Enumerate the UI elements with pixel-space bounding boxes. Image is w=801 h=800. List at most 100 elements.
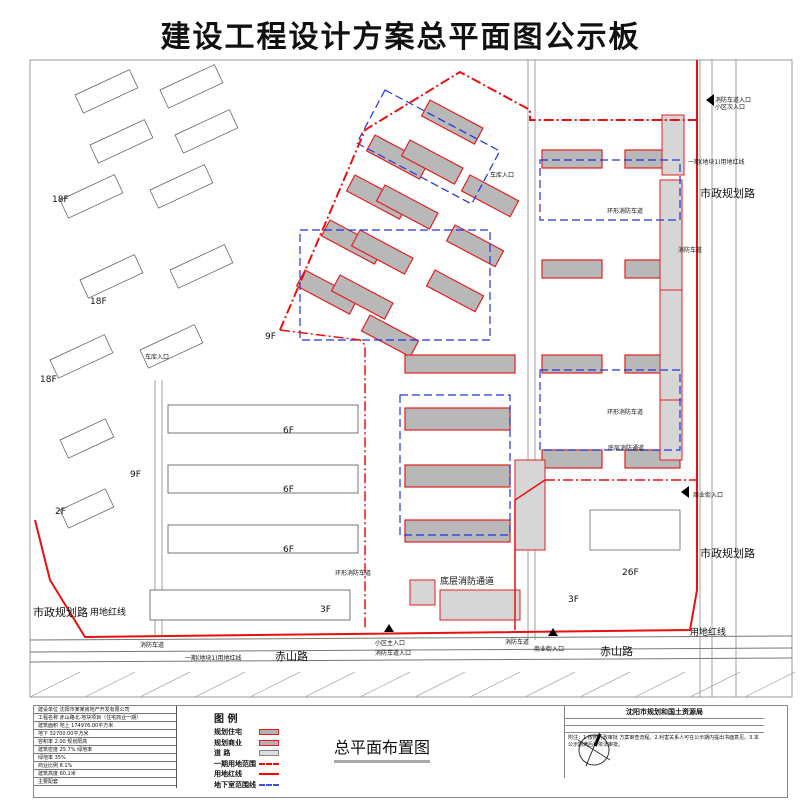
legend: 图 例 规划住宅规划商业道 路一期用地范围用地红线地下室范围线 xyxy=(184,710,304,790)
hatch-line xyxy=(469,671,521,698)
floor-label: 6F xyxy=(283,485,294,495)
hatch-line xyxy=(579,671,631,698)
project-info-table: 建设单位 沈阳市某某房地产开发有限公司 工程名称 赤山路北·地块项目（住宅商业一… xyxy=(34,706,177,788)
authority-block: 沈阳市规划和国土资源局 附注：1.按照行政审批 方案审查流程。2.利害关系人可在… xyxy=(564,706,764,778)
residential-building xyxy=(404,407,511,431)
residential-building xyxy=(365,134,429,180)
legend-item: 规划商业 xyxy=(184,738,304,749)
floor-label: 2F xyxy=(55,507,66,517)
page-title: 建设工程设计方案总平面图公示板 xyxy=(160,20,641,55)
floor-label: 9F xyxy=(265,332,276,342)
phase1-red-line-label: 一期(地块1)用地红线 xyxy=(688,159,745,166)
info-row: 建筑面积 地上 174976.00平方米 xyxy=(34,722,176,730)
garage-entrance-label: 车库入口 xyxy=(145,354,170,361)
legend-item-label: 一期用地范围 xyxy=(214,759,256,768)
existing-building xyxy=(79,254,144,299)
basement-boundary xyxy=(539,159,681,221)
info-panel: 建设单位 沈阳市某某房地产开发有限公司 工程名称 赤山路北·地块项目（住宅商业一… xyxy=(33,705,788,798)
existing-building xyxy=(59,488,115,529)
hatch-line xyxy=(84,671,136,698)
hatch-line xyxy=(414,671,466,698)
info-row: 商业比例 8.1% xyxy=(34,762,176,770)
entrance-marker-icon xyxy=(548,628,558,636)
secondary-entrance-label: 小区次入口 xyxy=(715,104,746,111)
hatch-line xyxy=(249,671,301,698)
info-row: 地下 32700.00平方米 xyxy=(34,730,176,738)
hatch-line xyxy=(359,671,411,698)
fire-lane-entrance-label: 消防车道入口 xyxy=(375,650,412,657)
fire-lane-label: 消防车道 xyxy=(678,247,703,254)
legend-item: 用地红线 xyxy=(184,769,304,780)
road-edge xyxy=(29,635,793,641)
authority-notes: 附注：1.按照行政审批 方案审查流程。2.利害关系人可在公示期内提出书面意见。3… xyxy=(568,735,759,748)
residential-building xyxy=(404,354,516,374)
existing-building xyxy=(74,69,139,114)
residential-building xyxy=(420,99,484,145)
floor-label: 3F xyxy=(568,595,579,605)
residential-building xyxy=(541,449,603,469)
legend-swatch-icon xyxy=(259,739,279,746)
commercial-building xyxy=(514,459,546,551)
residential-building xyxy=(425,269,485,313)
existing-building xyxy=(89,119,154,164)
hatch-line xyxy=(744,671,796,698)
residential-building xyxy=(404,464,511,488)
residential-building xyxy=(360,314,420,358)
floor-label: 9F xyxy=(130,470,141,480)
legend-item: 地下室范围线 xyxy=(184,780,304,791)
residential-building xyxy=(400,139,464,185)
hatch-line xyxy=(689,671,741,698)
info-row: 主要配套 xyxy=(34,778,176,786)
floor-label: 6F xyxy=(283,426,294,436)
residential-building xyxy=(541,149,603,169)
floor-label: 6F xyxy=(283,545,294,555)
lowrise-building xyxy=(167,404,359,434)
ring-fire-lane-label: 环形消防车道 xyxy=(335,570,372,577)
existing-building xyxy=(589,509,681,551)
legend-item-label: 规划商业 xyxy=(214,738,242,747)
legend-item: 一期用地范围 xyxy=(184,759,304,770)
phase1-red-line xyxy=(279,329,366,630)
existing-building xyxy=(174,109,239,154)
residential-building xyxy=(330,274,394,320)
municipal-road-label: 市政规划路 xyxy=(700,187,755,200)
commercial-building xyxy=(661,114,685,176)
legend-swatch-icon xyxy=(259,773,279,776)
fire-lane-entrance-label: 消防车道入口 xyxy=(715,97,752,104)
legend-swatch-icon xyxy=(259,729,279,736)
existing-building xyxy=(159,64,224,109)
floor-label: 18F xyxy=(52,195,69,205)
plan-name: 总平面布置图 xyxy=(334,734,431,763)
ring-fire-lane-label: 环形消防车道 xyxy=(607,208,644,215)
site-red-line-label: 用地红线 xyxy=(690,628,727,638)
legend-item: 道 路 xyxy=(184,748,304,759)
site-red-line-label: 用地红线 xyxy=(90,608,127,618)
ring-fire-lane-label: 环形消防车道 xyxy=(607,409,644,416)
buildings xyxy=(149,99,685,621)
commercial-building xyxy=(409,579,436,606)
phase1-red-line xyxy=(279,70,697,331)
commercial-building xyxy=(439,589,521,621)
basement-boundary xyxy=(356,89,501,205)
ground-fire-passage-label: 底层消防通道 xyxy=(440,577,495,587)
ground-fire-passage-label: 底层消防通道 xyxy=(608,445,645,452)
entrance-marker-icon xyxy=(681,486,689,498)
basement-boundary xyxy=(399,394,511,536)
entrance-marker-icon xyxy=(706,94,714,106)
commercial-building xyxy=(659,289,683,401)
lowrise-building xyxy=(167,524,359,554)
residential-building xyxy=(295,269,359,315)
site-red-line xyxy=(514,479,546,630)
road-network xyxy=(29,60,796,698)
hatch-line xyxy=(139,671,191,698)
fire-lane-label: 消防车道 xyxy=(140,642,165,649)
residential-building xyxy=(541,354,603,374)
info-row: 建筑高度 60.1米 xyxy=(34,770,176,778)
lowrise-building xyxy=(167,464,359,494)
hatch-line xyxy=(304,671,356,698)
hatch-line xyxy=(634,671,686,698)
residential-building xyxy=(445,224,505,268)
commercial-building xyxy=(659,399,683,461)
main-entrance-label: 小区主入口 xyxy=(375,640,406,647)
legend-title: 图 例 xyxy=(214,714,238,725)
